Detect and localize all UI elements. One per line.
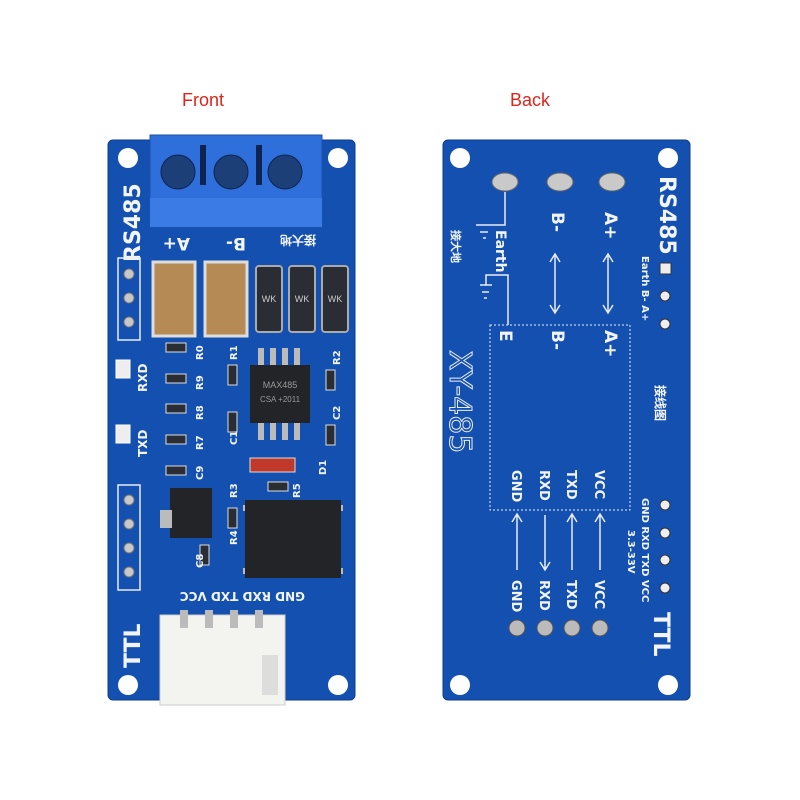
screw-terminal	[149, 134, 323, 228]
front-caption: Front	[182, 90, 224, 110]
ref-r3: R3	[229, 483, 240, 498]
txd-label: TXD	[136, 430, 150, 457]
front-board: RS485 A+ B- 接大地 WK WK WK RXD TXD	[107, 134, 356, 706]
chip-marking-sub: CSA +2011	[260, 395, 301, 404]
back-ttl-label: TTL	[648, 612, 673, 657]
front-rs485-label: RS485	[121, 183, 146, 262]
ref-d1: D1	[318, 460, 329, 475]
back-earth-label: Earth	[492, 230, 508, 273]
front-a-plus-label: A+	[163, 233, 190, 253]
back-b-minus-box: B-	[547, 330, 567, 350]
tvs-mark: WK	[262, 294, 277, 304]
ttl-connector	[159, 610, 286, 706]
inner-pin-vcc: VCC	[591, 470, 606, 499]
rs485-pins-label: Earth B- A+	[639, 256, 650, 321]
tvs-mark: WK	[328, 294, 343, 304]
soic-chip	[243, 500, 343, 578]
diode-d1	[249, 457, 296, 473]
inner-pin-gnd: GND	[508, 470, 523, 503]
rxd-led	[115, 359, 131, 379]
ref-c9: C9	[195, 466, 206, 480]
ref-r7: R7	[195, 435, 206, 450]
back-e-label: E	[495, 330, 515, 342]
ref-r5: R5	[292, 483, 303, 498]
back-a-plus-top: A+	[600, 212, 620, 239]
mounting-holes	[118, 148, 348, 695]
outer-pin-gnd: GND	[508, 580, 523, 613]
inductors	[151, 260, 249, 338]
ref-r9: R9	[195, 375, 206, 390]
ref-r8: R8	[195, 405, 206, 420]
ref-r4: R4	[229, 530, 240, 545]
voltage-label: 3.3-33V	[625, 530, 636, 574]
model-label: XY-485	[442, 350, 477, 453]
front-earth-cn-label: 接大地	[280, 233, 316, 248]
outer-pin-txd: TXD	[563, 580, 578, 610]
back-earth-cn-label: 接大地	[449, 230, 463, 263]
txd-led	[115, 424, 131, 444]
ref-r2: R2	[332, 350, 343, 365]
tvs-diodes: WK WK WK	[255, 265, 349, 333]
back-b-minus-top: B-	[547, 212, 567, 232]
back-board: RS485 Earth 接大地 B- A+ E B- A+ XY-485 接线图…	[442, 139, 691, 701]
ref-r1: R1	[229, 345, 240, 360]
inner-pin-rxd: RXD	[536, 470, 551, 501]
outer-pin-vcc: VCC	[591, 580, 606, 609]
ref-r0: R0	[195, 345, 206, 360]
max485-chip: MAX485 CSA +2011	[250, 348, 310, 440]
tvs-mark: WK	[295, 294, 310, 304]
rxd-label: RXD	[136, 364, 150, 392]
front-ttl-label: TTL	[121, 623, 146, 668]
chip-marking: MAX485	[263, 380, 298, 390]
ttl-pins-label: GND RXD TXD VCC	[639, 498, 650, 602]
wiring-diagram-label: 接线图	[653, 385, 668, 421]
back-rs485-label: RS485	[654, 176, 679, 255]
voltage-regulator	[170, 488, 212, 538]
inner-pin-txd: TXD	[563, 470, 578, 500]
ref-c2: C2	[332, 406, 343, 420]
back-caption: Back	[510, 90, 551, 110]
ref-c1: C1	[229, 431, 240, 445]
outer-pin-rxd: RXD	[536, 580, 551, 611]
ref-c8: C8	[195, 554, 206, 568]
front-ttl-pins-label: GND RXD TXD VCC	[180, 589, 305, 603]
front-b-minus-label: B-	[226, 233, 246, 253]
back-a-plus-box: A+	[600, 330, 620, 357]
